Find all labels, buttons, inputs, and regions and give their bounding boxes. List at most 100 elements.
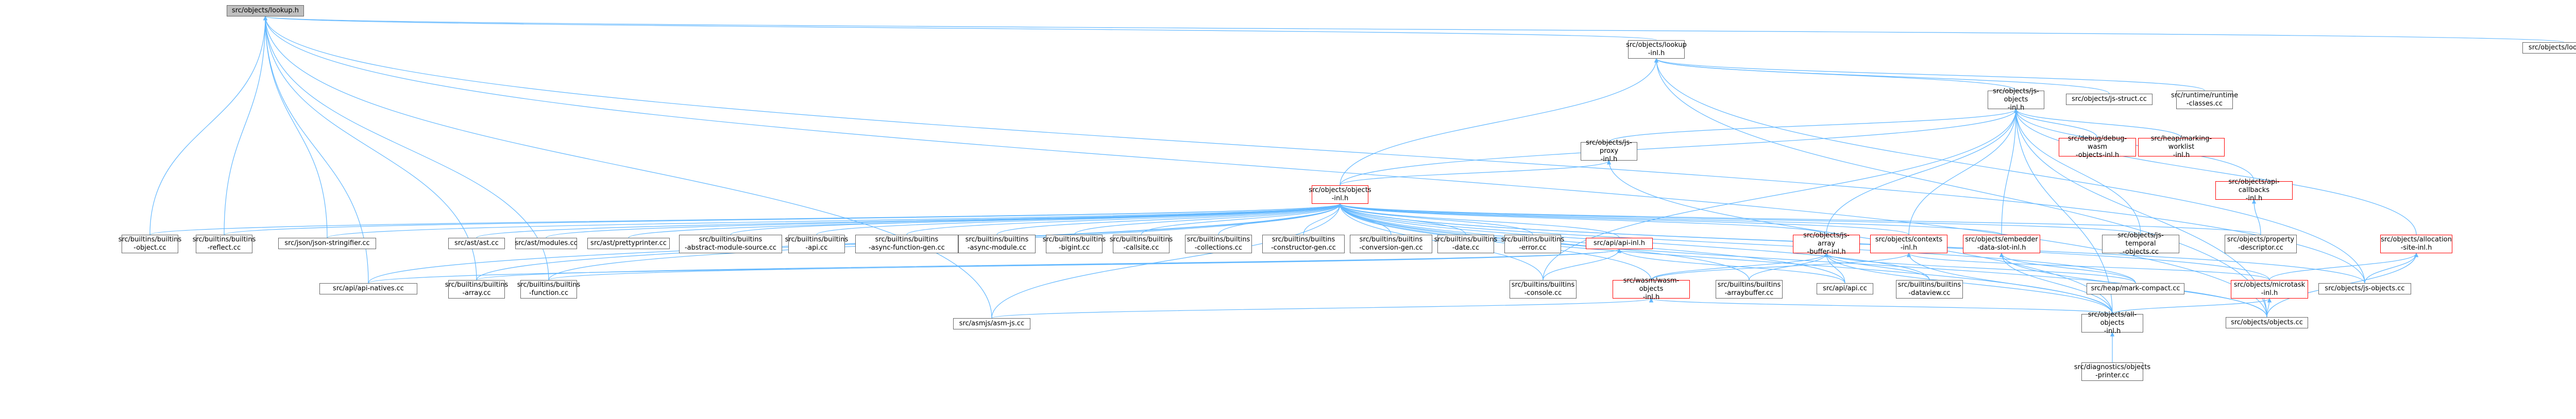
node-label-line: -objects.cc bbox=[2122, 248, 2159, 256]
node-label-line: src/objects/objects bbox=[1309, 186, 1371, 194]
node-js-temporal-objects[interactable]: src/objects/js-temporal-objects.cc bbox=[2102, 232, 2179, 256]
node-lookup-inl[interactable]: src/objects/lookup-inl.h bbox=[1626, 40, 1687, 59]
edge-builtins-console-to-api-inl bbox=[1543, 249, 1622, 281]
node-api-inl[interactable]: src/api/api-inl.h bbox=[1586, 238, 1653, 249]
edge-builtins-ctor-gen-to-objects-inl bbox=[1303, 203, 1343, 235]
node-js-objects-inl[interactable]: src/objects/js-objects-inl.h bbox=[1988, 88, 2044, 112]
node-label-line: src/builtins/builtins bbox=[1187, 236, 1250, 243]
node-js-objects-cc[interactable]: src/objects/js-objects.cc bbox=[2318, 283, 2411, 294]
node-objects-printer[interactable]: src/diagnostics/objects-printer.cc bbox=[2074, 362, 2150, 381]
node-label-line: src/builtins/builtins bbox=[1717, 281, 1781, 289]
node-label-line: src/wasm/wasm-objects bbox=[1623, 277, 1680, 293]
node-label-line: -inl.h bbox=[2173, 151, 2190, 159]
node-objects-cc[interactable]: src/objects/objects.cc bbox=[2226, 317, 2308, 328]
node-builtins-collections[interactable]: src/builtins/builtins-collections.cc bbox=[1185, 235, 1252, 253]
node-label-line: src/objects/property bbox=[2227, 236, 2295, 243]
node-builtins-conv-gen[interactable]: src/builtins/builtins-conversion-gen.cc bbox=[1350, 235, 1432, 253]
node-wasm-objects-inl[interactable]: src/wasm/wasm-objects-inl.h bbox=[1613, 277, 1690, 301]
node-label-line: -objects-inl.h bbox=[2075, 151, 2120, 159]
edge-objects-cc-to-lookup-inl bbox=[1654, 58, 2267, 318]
edge-js-objects-inl-to-lookup-inl bbox=[1654, 58, 2016, 91]
node-builtins-ctor-gen[interactable]: src/builtins/builtins-constructor-gen.cc bbox=[1262, 235, 1345, 253]
node-ast-cc[interactable]: src/ast/ast.cc bbox=[448, 238, 505, 249]
node-js-struct-cc[interactable]: src/objects/js-struct.cc bbox=[2066, 94, 2153, 105]
node-lookup-cc[interactable]: src/objects/lookup.cc bbox=[2522, 42, 2576, 54]
edge-allocation-site-inl-to-js-objects-inl bbox=[2013, 109, 2417, 235]
edge-all-objects-inl-to-embedder-data-slot-inl bbox=[1999, 253, 2113, 315]
node-label-line: src/objects/lookup.cc bbox=[2528, 44, 2576, 51]
node-label-line: src/builtins/builtins bbox=[965, 236, 1029, 243]
node-all-objects-inl[interactable]: src/objects/all-objects-inl.h bbox=[2081, 311, 2143, 335]
edge-microtask-inl-to-contexts-inl bbox=[1907, 253, 2270, 281]
node-modules-cc[interactable]: src/ast/modules.cc bbox=[515, 238, 578, 249]
edge-js-proxy-inl-to-js-objects-inl bbox=[1608, 109, 2019, 143]
node-label-line: src/ast/modules.cc bbox=[515, 239, 578, 247]
node-marking-worklist-inl[interactable]: src/heap/marking-worklist-inl.h bbox=[2138, 135, 2225, 159]
node-lookup-h[interactable]: src/objects/lookup.h bbox=[227, 5, 304, 16]
node-label-line: src/builtins/builtins bbox=[1511, 281, 1575, 289]
node-label-line: src/builtins/builtins bbox=[192, 236, 256, 243]
node-debug-wasm-inl[interactable]: src/debug/debug-wasm-objects-inl.h bbox=[2059, 135, 2136, 159]
edge-builtins-array-to-lookup-h bbox=[263, 16, 477, 281]
node-builtins-bigint[interactable]: src/builtins/builtins-bigint.cc bbox=[1043, 235, 1106, 253]
node-builtins-reflect[interactable]: src/builtins/builtins-reflect.cc bbox=[193, 235, 256, 253]
node-mark-compact[interactable]: src/heap/mark-compact.cc bbox=[2087, 283, 2184, 294]
node-js-array-buffer-inl[interactable]: src/objects/js-array-buffer-inl.h bbox=[1793, 232, 1860, 256]
edge-runtime-classes-to-lookup-inl bbox=[1654, 58, 2205, 91]
node-builtins-ams[interactable]: src/builtins/builtins-abstract-module-so… bbox=[679, 235, 782, 253]
node-builtins-async-fn[interactable]: src/builtins/builtins-async-function-gen… bbox=[855, 235, 958, 253]
node-label-line: src/builtins/builtins bbox=[1897, 281, 1961, 289]
node-builtins-function[interactable]: src/builtins/builtins-function.cc bbox=[517, 280, 580, 299]
node-contexts-inl[interactable]: src/objects/contexts-inl.h bbox=[1870, 235, 1947, 253]
node-label-line: -abstract-module-source.cc bbox=[684, 244, 777, 252]
edge-lookup-cc-to-lookup-h bbox=[264, 16, 2564, 43]
node-embedder-data-slot-inl[interactable]: src/objects/embedder-data-slot-inl.h bbox=[1963, 235, 2040, 253]
node-api-callbacks-inl[interactable]: src/objects/api-callbacks-inl.h bbox=[2215, 178, 2293, 202]
node-json-stringifier[interactable]: src/json/json-stringifier.cc bbox=[278, 238, 376, 249]
edge-builtins-function-to-api-inl bbox=[548, 249, 1621, 281]
edge-objects-inl-to-lookup-inl bbox=[1340, 58, 1659, 186]
node-builtins-console[interactable]: src/builtins/builtins-console.cc bbox=[1510, 280, 1577, 299]
edge-objects-cc-to-lookup-h bbox=[263, 16, 2267, 318]
edge-objects-cc-to-microtask-inl bbox=[2266, 298, 2272, 318]
node-objects-inl[interactable]: src/objects/objects-inl.h bbox=[1309, 185, 1371, 204]
node-runtime-classes[interactable]: src/runtime/runtime-classes.cc bbox=[2171, 91, 2238, 109]
node-api-cc[interactable]: src/api/api.cc bbox=[1817, 283, 1873, 294]
node-label-line: src/objects/lookup bbox=[1626, 41, 1687, 49]
node-label-line: -async-module.cc bbox=[967, 244, 1027, 252]
node-label-line: -inl.h bbox=[2104, 327, 2121, 335]
node-label-line: src/objects/lookup.h bbox=[231, 7, 299, 14]
node-label-line: src/objects/js-objects bbox=[1993, 88, 2039, 103]
edge-layer bbox=[149, 16, 2564, 363]
node-label-line: src/objects/api-callbacks bbox=[2228, 178, 2280, 194]
node-prettyprinter-cc[interactable]: src/ast/prettyprinter.cc bbox=[587, 238, 670, 249]
node-builtins-arraybuffer[interactable]: src/builtins/builtins-arraybuffer.cc bbox=[1716, 280, 1783, 299]
node-label-line: -data-slot-inl.h bbox=[1977, 244, 2026, 252]
node-microtask-inl[interactable]: src/objects/microtask-inl.h bbox=[2231, 280, 2308, 299]
edge-mark-compact-to-objects-inl bbox=[1337, 203, 2136, 284]
edge-builtins-object-to-lookup-h bbox=[149, 16, 268, 235]
node-label-line: src/debug/debug-wasm bbox=[2067, 135, 2127, 151]
node-builtins-object[interactable]: src/builtins/builtins-object.cc bbox=[118, 235, 181, 253]
node-builtins-callsite[interactable]: src/builtins/builtins-callsite.cc bbox=[1110, 235, 1173, 253]
node-builtins-error[interactable]: src/builtins/builtins-error.cc bbox=[1501, 235, 1564, 253]
node-label-line: src/json/json-stringifier.cc bbox=[284, 239, 370, 247]
node-builtins-async-mod[interactable]: src/builtins/builtins-async-module.cc bbox=[958, 235, 1036, 253]
node-property-descriptor[interactable]: src/objects/property-descriptor.cc bbox=[2225, 235, 2297, 253]
node-label-line: src/builtins/builtins bbox=[1359, 236, 1423, 243]
node-api-natives[interactable]: src/api/api-natives.cc bbox=[319, 283, 417, 294]
edge-embedder-data-slot-inl-to-objects-inl bbox=[1338, 203, 2002, 235]
node-builtins-date[interactable]: src/builtins/builtins-date.cc bbox=[1434, 235, 1497, 253]
edge-asmjs-cc-to-wasm-objects-inl bbox=[991, 298, 1653, 319]
node-allocation-site-inl[interactable]: src/objects/allocation-site-inl.h bbox=[2380, 235, 2452, 253]
edge-js-temporal-objects-to-js-objects-inl bbox=[2013, 109, 2141, 235]
node-label-line: src/api/api-inl.h bbox=[1594, 239, 1645, 247]
node-builtins-dataview[interactable]: src/builtins/builtins-dataview.cc bbox=[1896, 280, 1963, 299]
node-asmjs-cc[interactable]: src/asmjs/asm-js.cc bbox=[953, 318, 1030, 329]
node-label-line: src/objects/js-objects.cc bbox=[2325, 285, 2405, 292]
node-builtins-api[interactable]: src/builtins/builtins-api.cc bbox=[785, 235, 848, 253]
node-label-line: -printer.cc bbox=[2095, 372, 2129, 379]
node-label-line: -classes.cc bbox=[2186, 100, 2223, 108]
node-js-proxy-inl[interactable]: src/objects/js-proxy-inl.h bbox=[1581, 139, 1637, 163]
node-builtins-array[interactable]: src/builtins/builtins-array.cc bbox=[445, 280, 508, 299]
